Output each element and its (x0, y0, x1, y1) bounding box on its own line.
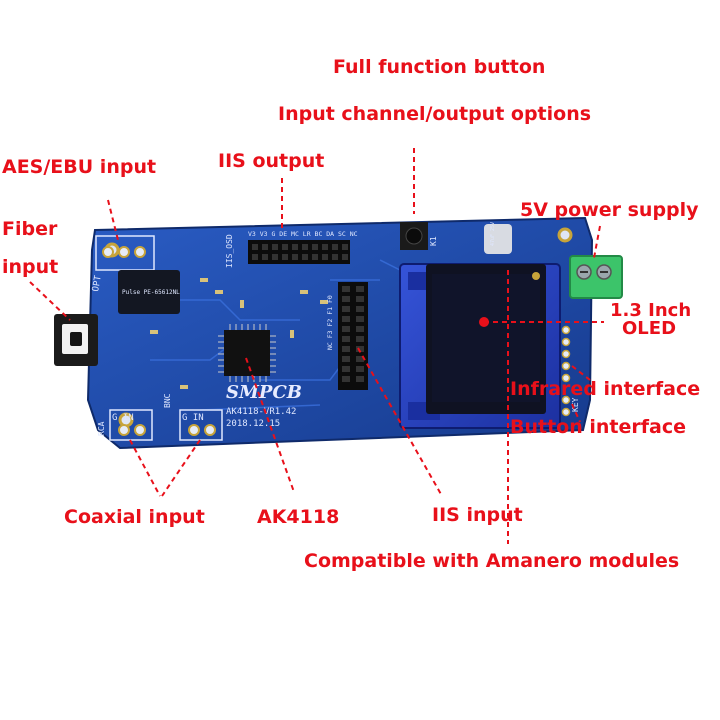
label-button-interface: Button interface (510, 416, 686, 438)
capacitor: 47uF 25V (484, 222, 512, 254)
label-aes-ebu-input: AES/EBU input (2, 156, 157, 178)
optical-receiver (54, 314, 98, 366)
leader-lines (29, 148, 604, 544)
bnc-g-in: G IN (182, 413, 204, 423)
oled-module (399, 263, 561, 429)
label-amanero: Compatible with Amanero modules (304, 550, 680, 572)
aes-terminal (95, 235, 155, 271)
label-iis-input: IIS input (432, 504, 523, 526)
bnc-pads (179, 409, 223, 441)
brand-silkscreen: SMPCB (226, 382, 302, 403)
power-terminal (569, 255, 623, 299)
key-silkscreen: KEY (571, 397, 580, 412)
label-full-function-button: Full function button (333, 56, 546, 78)
iis-output-header (248, 240, 350, 264)
rca-g-in: G IN (112, 413, 134, 423)
transformer-label: Pulse PE-65612NL (122, 289, 180, 296)
svg-text:47uF 25V: 47uF 25V (490, 222, 496, 246)
pulse-transformer: Pulse PE-65612NL (118, 270, 180, 314)
label-5v-power-supply: 5V power supply (520, 199, 699, 221)
label-ak4118: AK4118 (257, 506, 340, 528)
label-oled: OLED (622, 318, 677, 339)
opt-silkscreen: OPT (91, 274, 104, 292)
key-ir-pins (561, 325, 571, 417)
label-oled-size: 1.3 Inch (610, 300, 692, 321)
k1-silkscreen: K1 (429, 236, 438, 246)
label-coaxial-input: Coaxial input (64, 506, 205, 528)
label-iis-output: IIS output (218, 150, 325, 172)
rca-silkscreen: RCA (97, 421, 106, 436)
label-fiber: Fiber (2, 218, 58, 240)
date-silkscreen: 2018.12.15 (226, 419, 280, 429)
full-function-button-part (400, 222, 428, 250)
model-silkscreen: AK4118-VR1.42 (226, 407, 296, 417)
iis-input-header (338, 282, 368, 390)
oled-pointer-dot (479, 317, 489, 327)
bnc-silkscreen: BNC (163, 393, 172, 408)
iis-out-pin-labels: V3 V3 G DE MC LR BC DA SC NC (248, 230, 358, 238)
ak4118-chip (218, 324, 276, 382)
label-infrared-interface: Infrared interface (510, 378, 701, 400)
label-input-channel-output: Input channel/output options (278, 103, 592, 125)
label-fiber-input: input (2, 256, 59, 278)
iis-in-pin-labels: NC F3 F2 F1 F0 (326, 295, 334, 350)
iis-osd-silkscreen: IIS_OSD (225, 234, 234, 268)
